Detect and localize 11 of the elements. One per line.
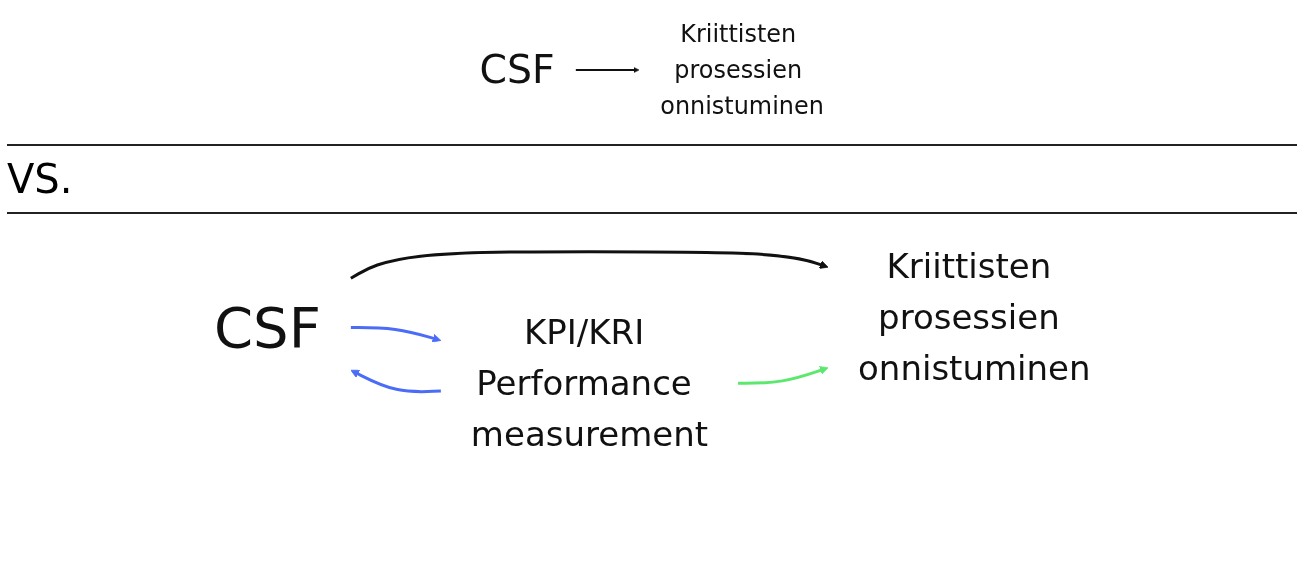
node-text: Kriittisten prosessien onnistuminen (660, 19, 825, 120)
arrow (350, 326, 441, 343)
arrow (350, 369, 441, 394)
arrow (349, 250, 829, 280)
arrow (576, 66, 640, 74)
note-text: VS. (7, 155, 74, 204)
arrow (737, 366, 829, 385)
node-text: KPI/KRI Performance measurement (470, 311, 708, 454)
node-text: CSF (479, 46, 556, 93)
node-text: CSF (213, 294, 321, 360)
node-text: Kriittisten prosessien onnistuminen (857, 246, 1091, 388)
